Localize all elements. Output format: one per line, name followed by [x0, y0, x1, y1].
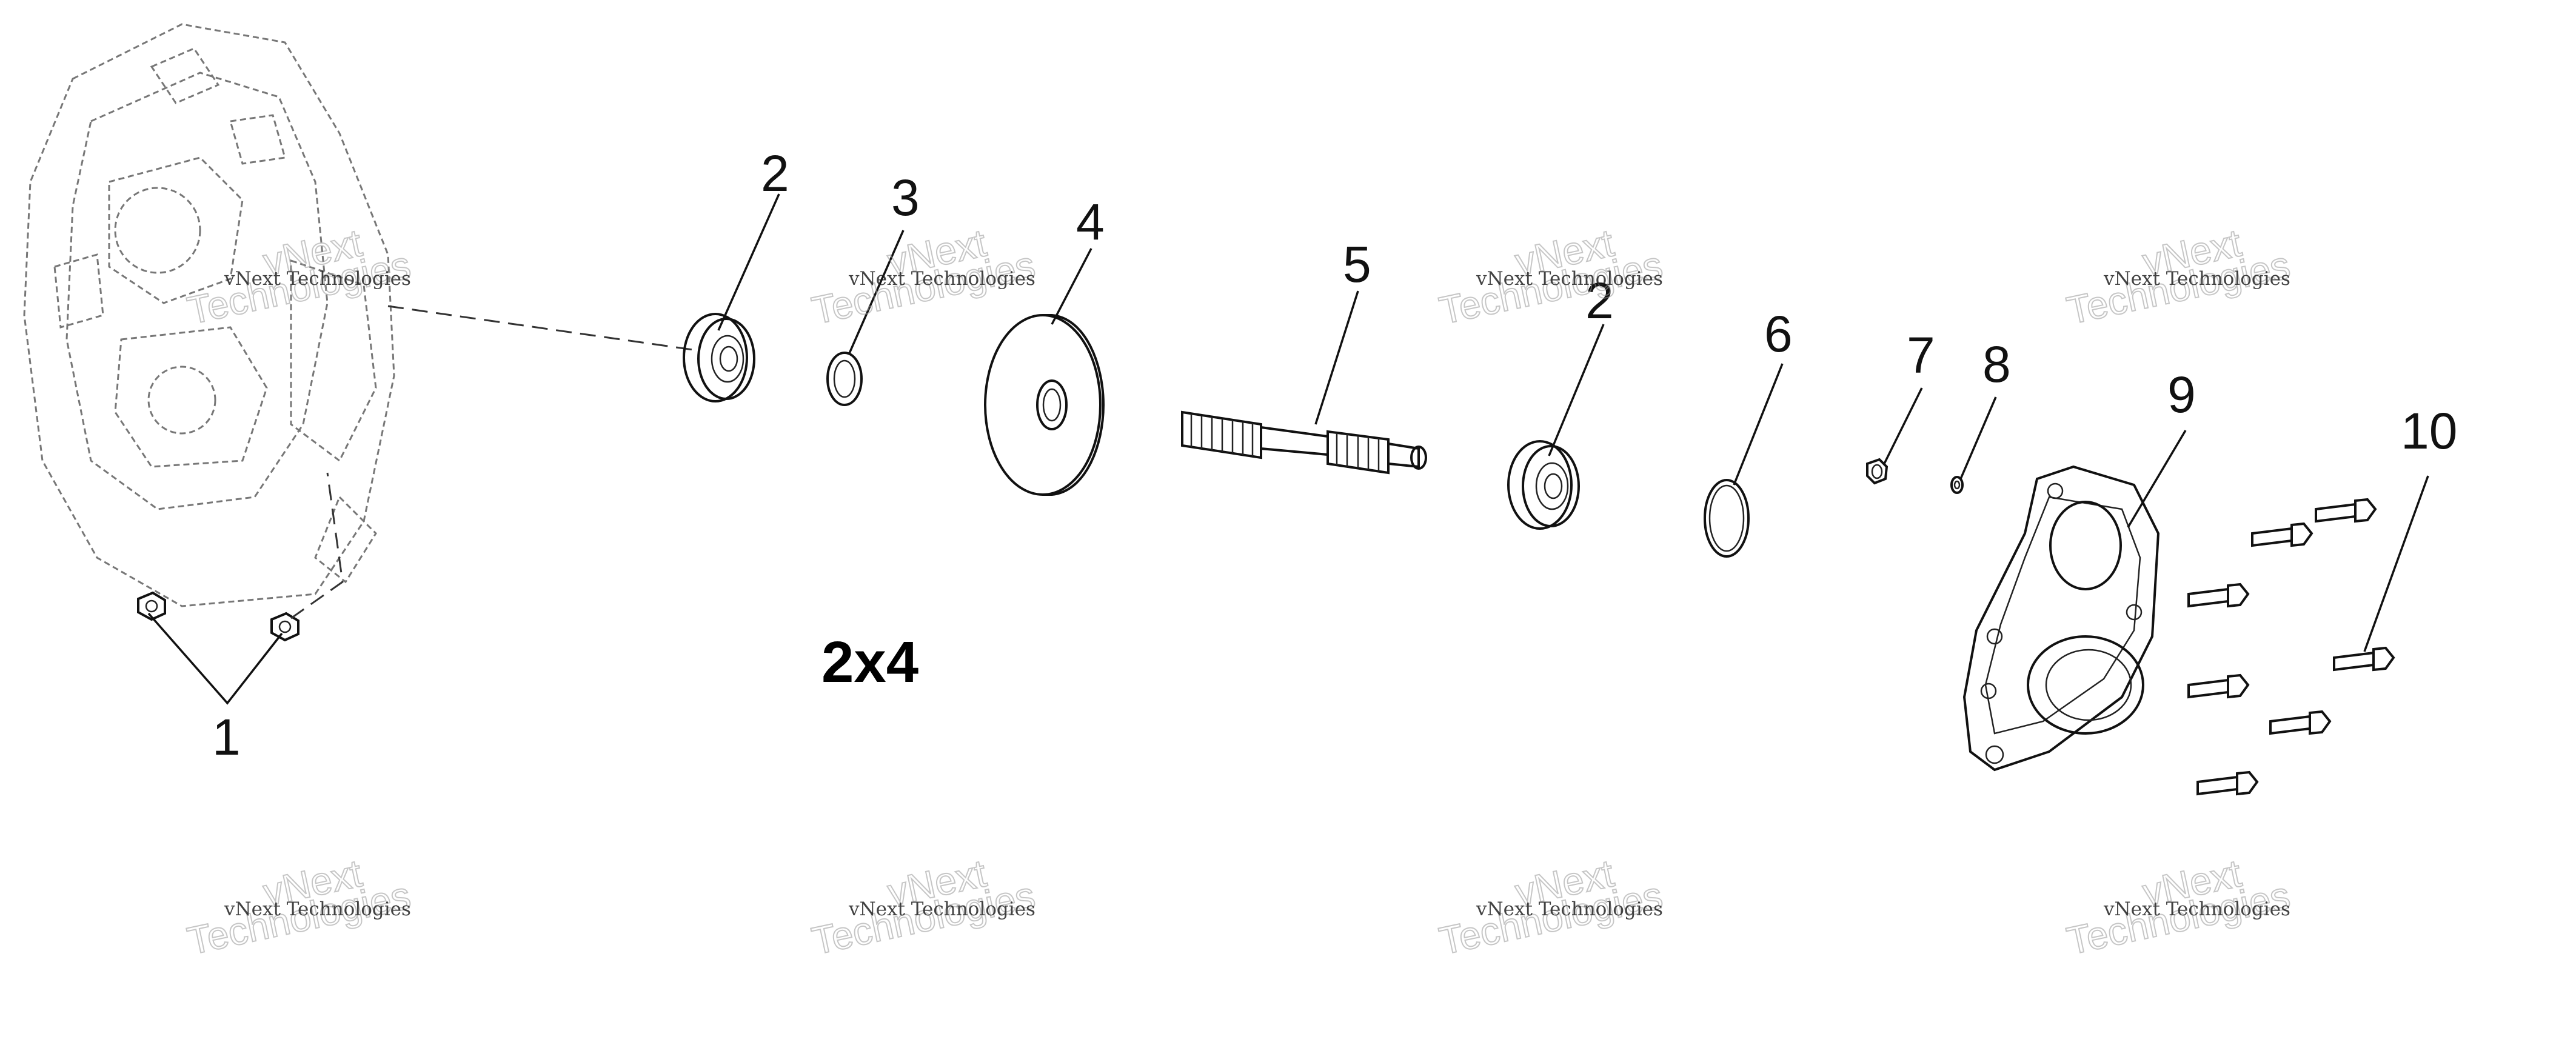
watermark: vNext Technologies vNext Technologies: [2062, 850, 2294, 963]
callout-2-right: 2: [1585, 272, 1614, 329]
variant-label: 2x4: [821, 630, 918, 695]
watermark: vNext Technologies vNext Technologies: [183, 850, 415, 963]
bolt: [2251, 522, 2313, 547]
watermark: vNext Technologies vNext Technologies: [1435, 850, 1667, 963]
callout-9: 9: [2167, 366, 2196, 423]
bolt: [2187, 673, 2250, 699]
part-9-cover: [1962, 465, 2160, 772]
svg-text:vNext Technologies: vNext Technologies: [224, 898, 411, 920]
callout-7: 7: [1907, 327, 1935, 384]
bolt: [2315, 498, 2377, 523]
svg-text:vNext Technologies: vNext Technologies: [224, 268, 411, 290]
bolt: [2196, 770, 2259, 796]
svg-text:vNext Technologies: vNext Technologies: [2103, 898, 2290, 920]
shaft-axis-line: [387, 305, 698, 352]
part-1-nut-left: [137, 591, 166, 621]
svg-text:vNext Technologies: vNext Technologies: [848, 898, 1035, 920]
watermark: vNext Technologies vNext Technologies: [808, 850, 1039, 963]
callout-1: 1: [212, 709, 241, 766]
svg-text:vNext Technologies: vNext Technologies: [1476, 898, 1663, 920]
watermark: vNext Technologies vNext Technologies: [1435, 220, 1667, 333]
svg-text:vNext Technologies: vNext Technologies: [848, 268, 1035, 290]
bolt: [2269, 710, 2332, 735]
watermark: vNext Technologies vNext Technologies: [808, 220, 1039, 333]
part-5-shaft: [1181, 410, 1427, 475]
part-4-gear: [984, 314, 1105, 496]
bolt: [2333, 646, 2395, 672]
nut-alignment-line: [290, 472, 344, 619]
part-7-plug: [1866, 458, 1889, 485]
callout-5: 5: [1343, 236, 1371, 293]
part-6-o-ring: [1704, 479, 1750, 558]
svg-text:vNext Technologies: vNext Technologies: [2103, 268, 2290, 290]
callout-10: 10: [2401, 402, 2457, 459]
callout-8: 8: [1982, 336, 2011, 393]
callout-3: 3: [891, 169, 920, 226]
part-8-seal: [1950, 476, 1964, 494]
leader-lines: [147, 193, 2429, 705]
part-3-washer: [826, 352, 863, 406]
callout-2-left: 2: [761, 145, 789, 202]
watermark: vNext Technologies vNext Technologies: [183, 220, 415, 333]
callout-4: 4: [1076, 193, 1105, 250]
watermarks: vNext Technologies vNext Technologies vN…: [183, 220, 2294, 963]
callout-labels: 1 2 3 4 5 2 6 7 8 9 10: [212, 145, 2457, 766]
watermark: vNext Technologies vNext Technologies: [2062, 220, 2294, 333]
callout-6: 6: [1764, 305, 1793, 362]
bolt: [2187, 583, 2250, 608]
part-2-bearing-left: [683, 313, 755, 402]
svg-text:vNext Technologies: vNext Technologies: [1476, 268, 1663, 290]
part-10-bolts: [2187, 498, 2395, 796]
part-2-bearing-right: [1507, 440, 1580, 530]
part-1-nut-right: [270, 612, 299, 642]
